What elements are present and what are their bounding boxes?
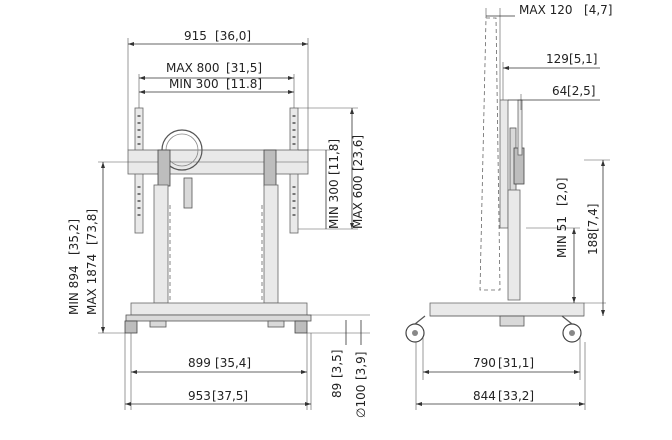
strip-holes [137, 115, 296, 216]
inner-width-inch: [35,4] [215, 356, 251, 370]
offset-min-inch: [2,0] [555, 178, 569, 206]
front-base-foot [125, 314, 312, 322]
height-min-text: MIN 894 [67, 265, 81, 315]
base-width-inch: [37,5] [212, 389, 248, 403]
depth-129-inch: [5,1] [569, 52, 597, 66]
base-depth-inch: [31,1] [498, 356, 534, 370]
vesa-max-label: MAX 800 [166, 61, 220, 75]
rail-min-text: MIN 300 [327, 179, 341, 229]
left-clamp [157, 149, 171, 187]
wheel-dia-inch: [3,9] [354, 352, 368, 380]
screen-outline [479, 17, 501, 291]
left-column [153, 184, 169, 304]
front-view: 915 [36,0] MAX 800 [31,5] MIN 300 [11.8]… [67, 29, 370, 418]
base-width-label: 953 [188, 389, 211, 403]
tilt-max-inch: [4,7] [584, 3, 612, 17]
right-column [263, 184, 279, 304]
overall-depth-inch: [33,2] [498, 389, 534, 403]
inner-width-label: 899 [188, 356, 211, 370]
depth-129-label: 129 [546, 52, 569, 66]
depth-64-inch: [2,5] [567, 84, 595, 98]
front-caster-left [124, 320, 138, 334]
center-tube [183, 177, 193, 209]
offset-188-inch: [7,4] [586, 204, 600, 232]
front-caster-right [294, 320, 308, 334]
tilt-max-label: MAX 120 [519, 3, 573, 17]
side-mount-plate [499, 99, 509, 229]
depth-64-label: 64 [552, 84, 567, 98]
side-column [507, 189, 521, 301]
height-max-text: MAX 1874 [85, 254, 99, 315]
overall-width-label: 915 [184, 29, 207, 43]
height-max-inch: [73,8] [85, 209, 99, 245]
caster-height-text: 89 [330, 383, 344, 398]
vesa-min-inch: [11.8] [226, 77, 262, 91]
rail-min-inch: [11,8] [327, 139, 341, 175]
right-clamp [263, 149, 277, 187]
front-base [130, 302, 308, 316]
base-depth-label: 790 [473, 356, 496, 370]
side-base [429, 302, 585, 317]
side-view: MAX 120 [4,7] 129 [5,1] 64 [2,5] MIN 51 … [405, 3, 612, 410]
rail-max-inch: [23,6] [351, 135, 365, 171]
overall-depth-label: 844 [473, 389, 496, 403]
rail-max-text: MAX 600 [351, 175, 365, 229]
caster-height-inch: [3,5] [330, 350, 344, 378]
wheel-dia-text: ∅100 [354, 385, 368, 418]
vesa-max-inch: [31,5] [226, 61, 262, 75]
offset-min-text: MIN 51 [555, 216, 569, 258]
offset-188-text: 188 [586, 232, 600, 255]
vesa-min-label: MIN 300 [169, 77, 219, 91]
overall-width-inch: [36,0] [215, 29, 251, 43]
height-min-inch: [35,2] [67, 219, 81, 255]
